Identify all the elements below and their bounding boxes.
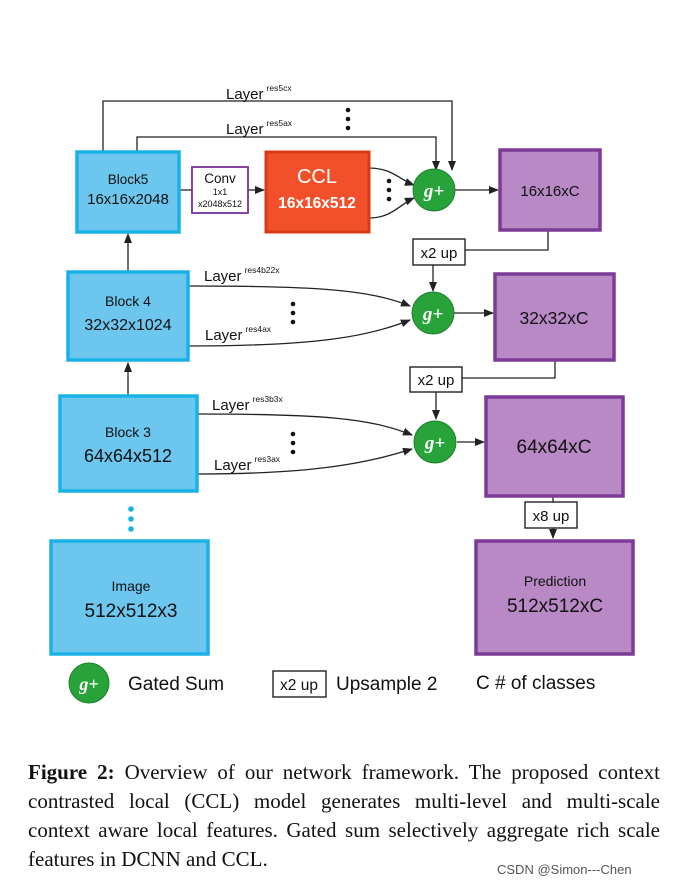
upsample-x2-b: x2 up <box>409 366 463 393</box>
figure-caption: Figure 2: Overview of our network framew… <box>28 758 660 874</box>
gate-3-symbol: g+ <box>424 433 445 454</box>
line-block3-gate3-top <box>196 413 413 436</box>
gate-4: g+ <box>411 291 455 335</box>
line-block3-gate3-bottom <box>196 447 413 475</box>
ccl-box: CCL 16x16x512 <box>264 150 371 234</box>
upsample-x8-label: x8 up <box>533 508 570 525</box>
line-block4-gate4-top <box>187 285 411 307</box>
legend-gate-label: Gated Sum <box>128 674 224 695</box>
legend-classes-label: C # of classes <box>476 673 595 694</box>
ellipsis-res5 <box>345 107 351 131</box>
block4: Block 4 32x32x1024 <box>66 270 190 362</box>
ellipsis-ccl <box>386 178 392 202</box>
gate-5-symbol: g+ <box>423 181 444 202</box>
caption-text: Overview of our network framework. The p… <box>28 760 660 871</box>
output-32: 32x32xC <box>493 272 616 362</box>
legend: g+ Gated Sum x2 up Upsample 2 C # of cla… <box>68 662 595 704</box>
block5-size: 16x16x2048 <box>87 191 169 208</box>
image-block: Image 512x512x3 <box>49 539 210 656</box>
prediction-title: Prediction <box>524 573 586 589</box>
image-title: Image <box>112 578 151 594</box>
skip-line-res5cx <box>102 100 456 171</box>
block3-size: 64x64x512 <box>84 446 172 466</box>
legend-upsample-box: x2 up <box>272 670 327 698</box>
output-64-size: 64x64xC <box>517 437 592 458</box>
figure-label: Figure 2: <box>28 760 115 784</box>
ellipsis-res4 <box>290 301 296 325</box>
legend-gate-symbol: g+ <box>78 674 98 694</box>
line-out16-up <box>465 230 549 251</box>
upsample-x2-b-label: x2 up <box>418 372 455 389</box>
legend-upsample-label: Upsample 2 <box>336 674 437 695</box>
conv-box: Conv 1x1 x2048x512 <box>191 166 249 214</box>
gate-3: g+ <box>413 420 457 464</box>
conv-shape: x2048x512 <box>198 199 242 209</box>
legend-gate: g+ <box>68 662 110 704</box>
output-64: 64x64xC <box>484 395 625 498</box>
output-32-size: 32x32xC <box>519 308 588 328</box>
image-size: 512x512x3 <box>85 601 178 622</box>
line-out32-up <box>462 360 556 379</box>
line-ccl-gate5-top <box>368 167 415 186</box>
upsample-x2-a-label: x2 up <box>421 245 458 262</box>
output-16: 16x16xC <box>498 148 602 232</box>
prediction-box: Prediction 512x512xC <box>474 539 635 656</box>
block4-title: Block 4 <box>105 293 151 309</box>
legend-upsample-box-label: x2 up <box>280 677 318 694</box>
ellipsis-backbone <box>128 506 134 532</box>
line-ccl-gate5-bottom <box>368 197 415 219</box>
upsample-x8: x8 up <box>524 501 578 529</box>
gate-5: g+ <box>412 168 456 212</box>
block5-title: Block5 <box>108 172 149 187</box>
block5: Block5 16x16x2048 <box>75 150 181 234</box>
conv-title: Conv <box>204 171 236 186</box>
conv-kernel: 1x1 <box>213 187 228 197</box>
upsample-x2-a: x2 up <box>412 238 466 266</box>
gate-4-symbol: g+ <box>422 304 443 325</box>
prediction-size: 512x512xC <box>507 596 603 617</box>
connectors <box>102 100 557 539</box>
line-block4-gate4-bottom <box>187 319 411 347</box>
output-16-size: 16x16xC <box>520 183 579 200</box>
block3: Block 3 64x64x512 <box>58 394 199 493</box>
ccl-size: 16x16x512 <box>278 195 356 212</box>
ellipsis-res3 <box>290 431 296 455</box>
skip-line-res5ax <box>136 136 440 171</box>
block4-size: 32x32x1024 <box>84 317 171 334</box>
block3-title: Block 3 <box>105 424 151 440</box>
ellipsis-dots <box>290 107 392 455</box>
watermark: CSDN @Simon---Chen <box>497 862 632 877</box>
ccl-title: CCL <box>297 166 337 188</box>
